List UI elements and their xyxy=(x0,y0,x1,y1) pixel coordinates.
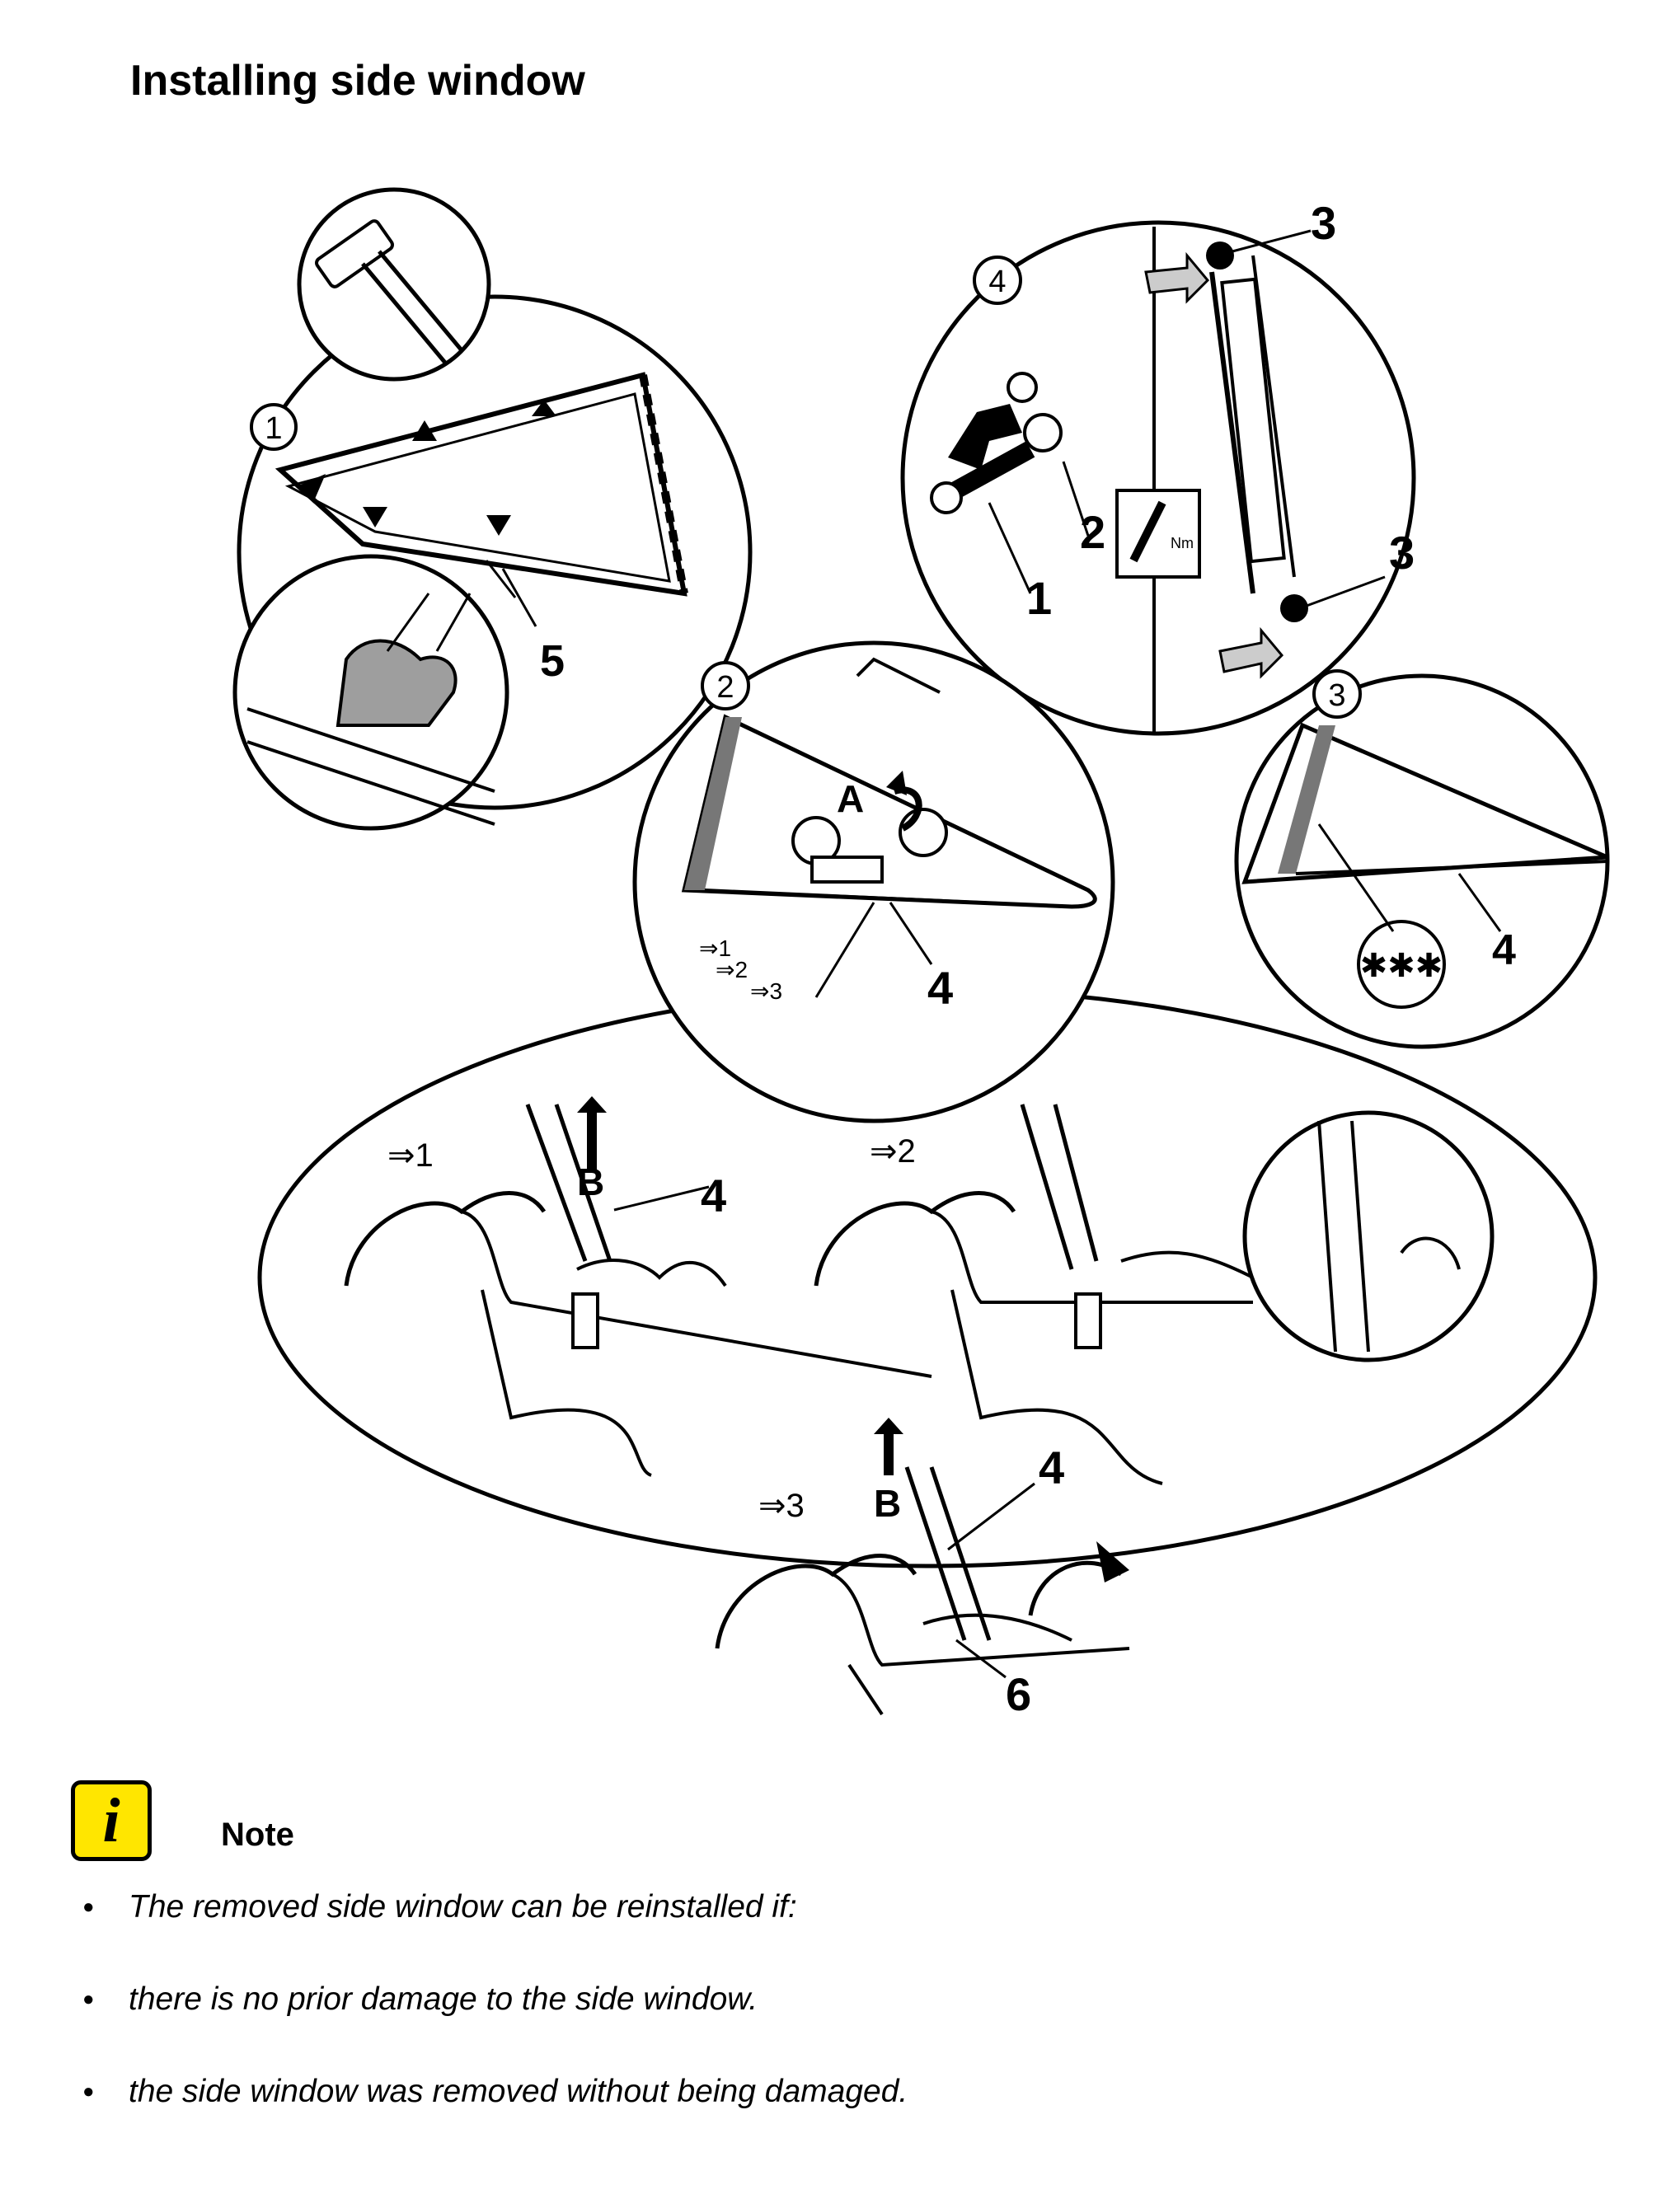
seal-detail-ellipse xyxy=(257,987,1598,1716)
detail-circle-2: 2 A 4 ⇒1 ⇒2 ⇒3 xyxy=(632,640,1115,1123)
circle-number-1: 1 xyxy=(265,411,282,446)
detail-circle-1: 1 5 xyxy=(232,187,753,831)
label-2: 2 xyxy=(1080,506,1105,558)
label-1: 1 xyxy=(1026,572,1052,624)
info-icon: i xyxy=(71,1780,152,1861)
step-label-3: ⇒3 xyxy=(758,1488,805,1524)
label-4-profile1: 4 xyxy=(701,1170,726,1221)
label-4-circle2: 4 xyxy=(927,962,953,1014)
label-3-top: 3 xyxy=(1311,197,1336,249)
label-6: 6 xyxy=(1006,1668,1031,1720)
label-4-profile3: 4 xyxy=(1039,1442,1064,1493)
step-small-1: ⇒1 xyxy=(699,935,731,961)
label-B-bottom: B xyxy=(874,1482,901,1525)
list-item: the side window was removed without bein… xyxy=(82,2069,908,2161)
list-item: The removed side window can be reinstall… xyxy=(82,1884,908,1976)
label-B-top: B xyxy=(577,1160,604,1203)
page-title: Installing side window xyxy=(130,57,585,105)
step-small-2: ⇒2 xyxy=(716,957,748,982)
label-A: A xyxy=(837,777,864,820)
list-item: there is no prior damage to the side win… xyxy=(82,1976,908,2069)
note-title: Note xyxy=(221,1817,294,1853)
label-5: 5 xyxy=(540,636,565,686)
gripper-glyphs: ✱✱✱ xyxy=(1360,948,1443,984)
step-label-1: ⇒1 xyxy=(387,1137,434,1174)
installation-illustration: 1 5 Nm 4 1 2 3 3 xyxy=(232,187,1610,1720)
note-list: The removed side window can be reinstall… xyxy=(82,1884,908,2161)
step-label-2: ⇒2 xyxy=(870,1133,916,1170)
circle-number-4: 4 xyxy=(988,265,1006,299)
label-3-bottom: 3 xyxy=(1389,527,1415,579)
info-icon-letter: i xyxy=(102,1786,120,1855)
label-4-circle3: 4 xyxy=(1492,926,1516,974)
circle-number-3: 3 xyxy=(1328,678,1345,713)
step-small-3: ⇒3 xyxy=(750,978,782,1004)
torque-label: Nm xyxy=(1171,535,1194,551)
detail-circle-3: ✱✱✱ 3 4 xyxy=(1234,669,1610,1049)
circle-number-2: 2 xyxy=(716,670,734,705)
detail-circle-4: Nm 4 1 2 3 3 xyxy=(900,197,1416,736)
